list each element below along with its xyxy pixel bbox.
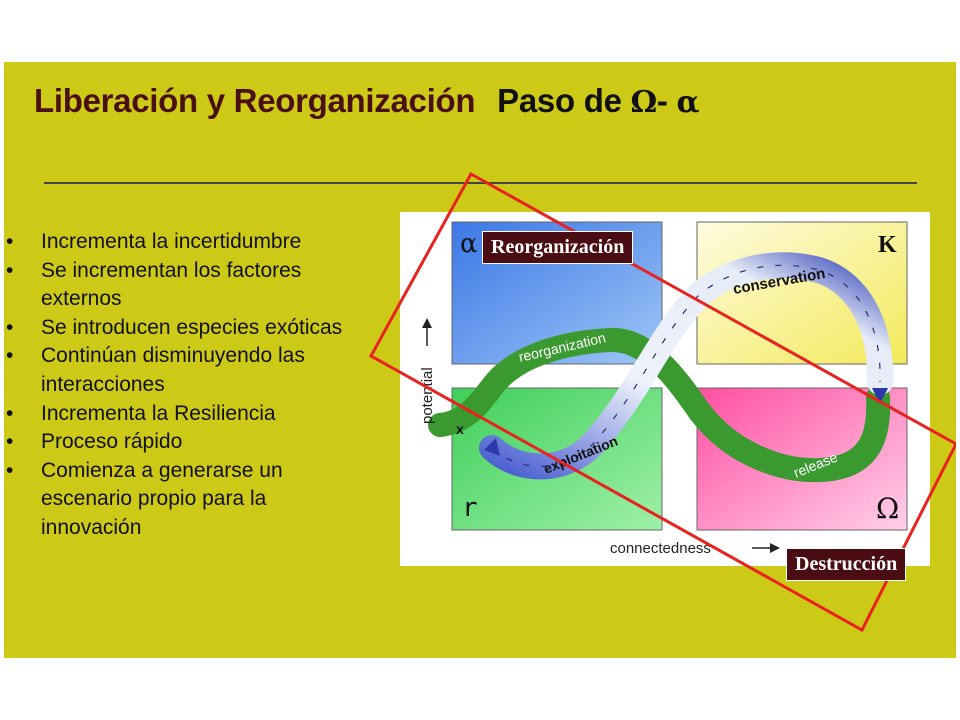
bullet-item: Incrementa la incertidumbre — [4, 228, 404, 257]
quadrant-omega-symbol: Ω — [876, 492, 899, 525]
title-alpha: α — [676, 85, 700, 120]
slide-title: Liberación y Reorganización Paso de Ω- α — [34, 82, 700, 120]
bullet-item: Se introducen especies exóticas — [4, 314, 404, 343]
axis-label-connectedness: connectedness — [610, 540, 711, 557]
label-destruccion: Destrucción — [786, 548, 907, 581]
quadrant-alpha-symbol: α — [460, 229, 478, 259]
axis-label-potential: potential — [419, 367, 436, 424]
title-paso: Paso de Ω- α — [497, 82, 700, 120]
title-divider — [44, 182, 917, 184]
quadrant-r-symbol: r — [462, 493, 478, 523]
bullet-text: Incrementa la Resiliencia — [41, 401, 276, 425]
title-omega: Ω — [630, 85, 658, 120]
bullet-list: Incrementa la incertidumbre Se increment… — [4, 228, 404, 543]
bullet-text: Incrementa la incertidumbre — [41, 230, 302, 253]
axis-x-arrowhead — [770, 543, 780, 553]
label-reorganizacion: Reorganización — [482, 231, 634, 264]
marker-x: x — [456, 421, 464, 437]
bullet-text: Se introducen especies exóticas — [41, 315, 343, 339]
adaptive-cycle-diagram: α K r Ω reorganization conservation expl… — [419, 221, 908, 557]
title-liberacion: Liberación y Reorganización — [34, 82, 476, 119]
adaptive-cycle-figure: α K r Ω reorganization conservation expl… — [400, 212, 930, 566]
bullet-text: Proceso rápido — [41, 430, 183, 454]
title-dash: - — [656, 82, 677, 119]
quadrant-k-symbol: K — [878, 232, 897, 258]
bullet-item: Proceso rápido — [4, 428, 404, 457]
bullet-item: Incrementa la Resiliencia — [4, 400, 404, 429]
axis-y-arrowhead — [422, 318, 432, 328]
title-paso-text: Paso de — [497, 82, 631, 119]
